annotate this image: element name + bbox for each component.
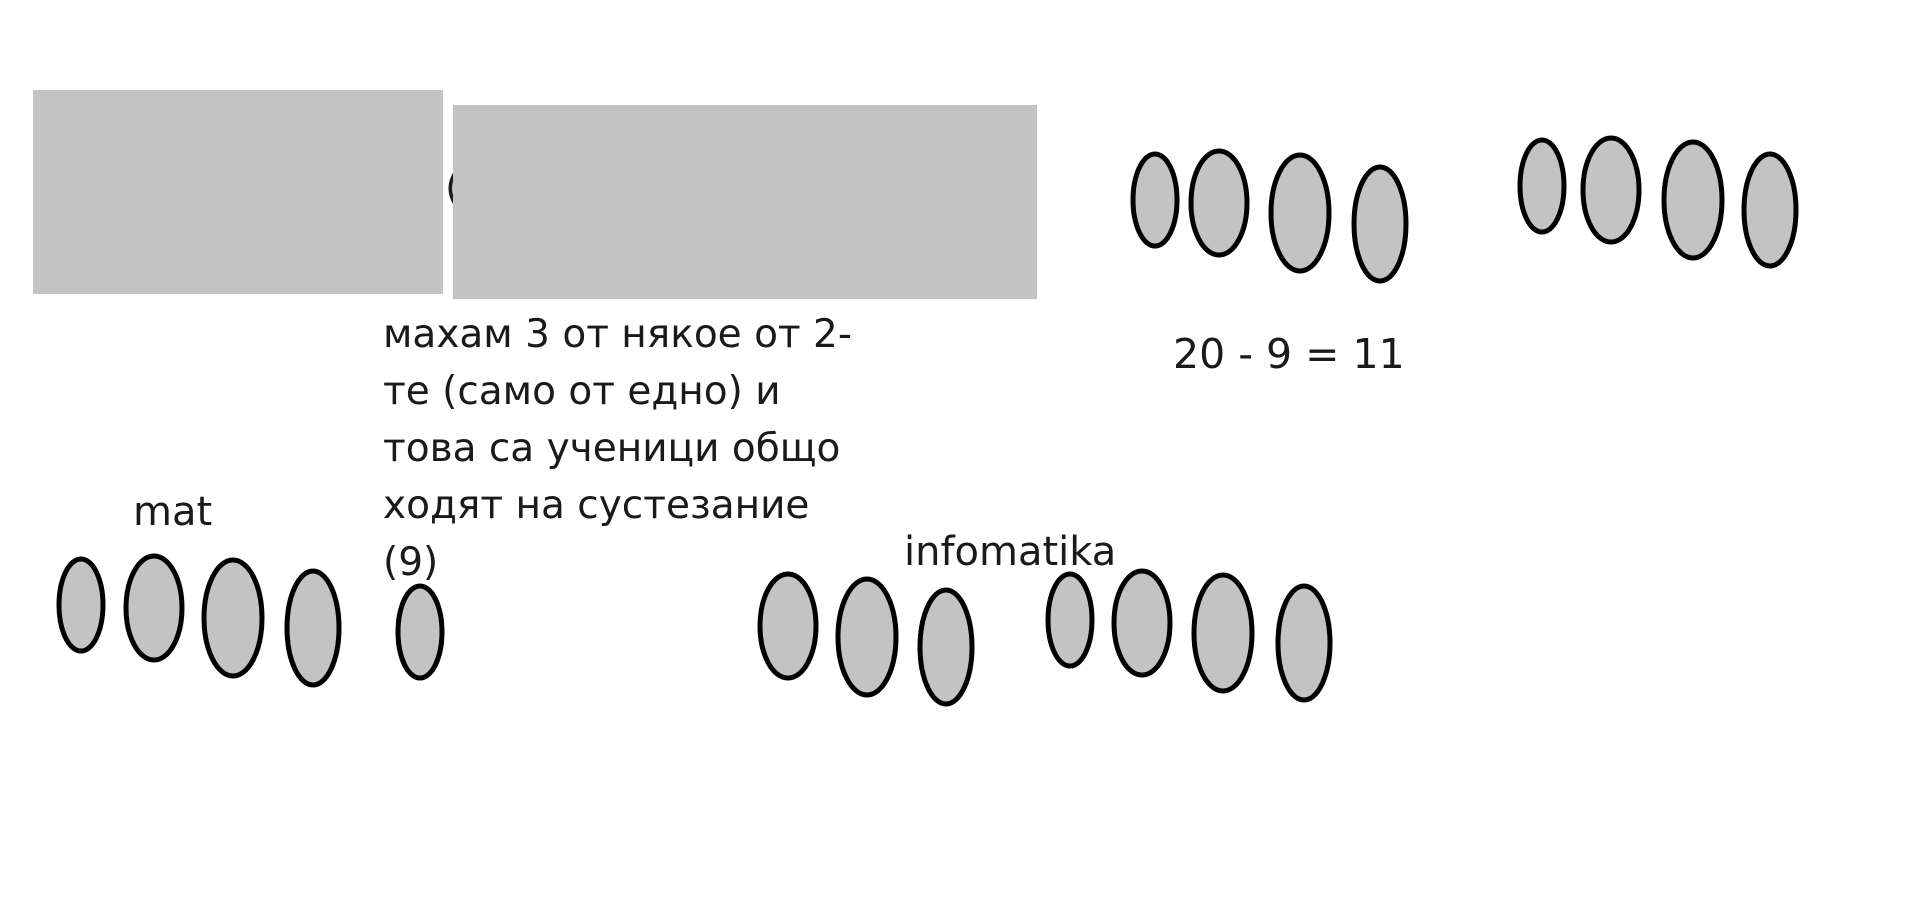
- oval: [1045, 571, 1095, 669]
- explanation-line: махам 3 от някое от 2-: [383, 312, 852, 357]
- oval: [835, 576, 899, 698]
- redacted-region-left: [33, 90, 443, 294]
- oval: [123, 553, 185, 663]
- label-infomatika: infomatika: [904, 529, 1117, 575]
- oval: [1517, 137, 1567, 235]
- oval: [1130, 151, 1180, 249]
- oval: [395, 583, 445, 681]
- oval: [1268, 152, 1332, 274]
- oval: [1741, 151, 1799, 269]
- oval: [757, 571, 819, 681]
- top-middle-group: [1130, 148, 1409, 284]
- mat-extra: [395, 583, 445, 681]
- explanation-text: махам 3 от някое от 2- те (само от едно)…: [383, 306, 883, 591]
- label-mat: mat: [133, 489, 213, 535]
- infomatika-right-group: [1045, 568, 1333, 703]
- explanation-line: това са ученици общо: [383, 426, 841, 471]
- explanation-line: те (само от едно) и: [383, 369, 781, 414]
- equation-text: 20 - 9 = 11: [1173, 330, 1405, 378]
- oval: [1188, 148, 1250, 258]
- oval: [1351, 164, 1409, 284]
- explanation-line: (9): [383, 540, 439, 585]
- oval: [201, 557, 265, 679]
- oval: [56, 556, 106, 654]
- top-right-group: [1517, 135, 1799, 269]
- partial-glyph: (: [445, 168, 453, 208]
- infomatika-left-group: [757, 571, 975, 707]
- oval: [1111, 568, 1173, 678]
- explanation-line: ходят на сустезание: [383, 483, 810, 528]
- oval: [917, 587, 975, 707]
- oval: [1580, 135, 1642, 245]
- oval: [1275, 583, 1333, 703]
- oval: [284, 568, 342, 688]
- redacted-region-right: [453, 105, 1037, 299]
- oval: [1661, 139, 1725, 261]
- mat-group: [56, 553, 342, 688]
- oval: [1191, 572, 1255, 694]
